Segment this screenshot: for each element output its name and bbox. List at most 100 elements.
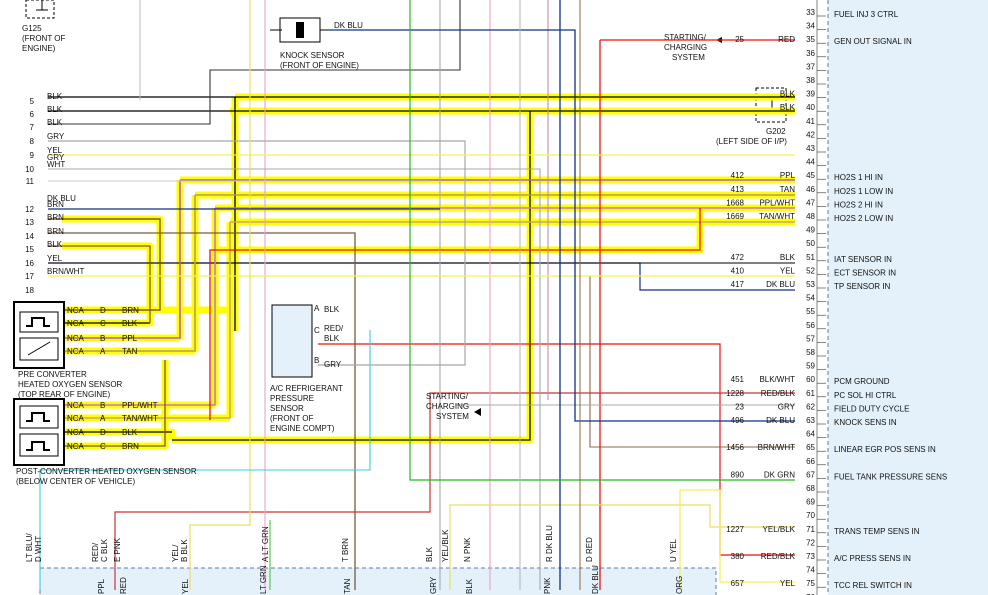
knock-wire-color: DK BLU: [334, 21, 363, 30]
pcm-pin-number: 34: [806, 22, 815, 31]
pcm-wire-color: DK BLU: [766, 280, 795, 289]
pcm-wire-color: PPL: [780, 171, 796, 180]
pcm-circuit-number: 23: [735, 402, 744, 411]
pcm-circuit-number: 413: [731, 185, 745, 194]
pcm-pin-number: 62: [806, 402, 815, 411]
wire-brn-post: [62, 360, 166, 447]
post-o2-pin-letter: D: [100, 428, 106, 437]
pcm-pin-number: 49: [806, 226, 815, 235]
left-pin-color: BLK: [47, 105, 63, 114]
g125-ground: [25, 0, 55, 19]
pcm-pin-function: FIELD DUTY CYCLE: [834, 404, 909, 413]
left-pin-color: DK BLU: [47, 194, 76, 203]
pcm-circuit-number: 657: [731, 579, 745, 588]
pcm-wire-color: TAN: [780, 185, 796, 194]
bottom-top-label: BLK: [425, 546, 434, 562]
pcm-pin-number: 42: [806, 130, 815, 139]
pre-o2-nca: NCA: [67, 347, 85, 356]
bottom-top-label: B BLK: [180, 539, 189, 562]
pcm-pin-function: FUEL INJ 3 CTRL: [834, 10, 899, 19]
bottom-top-label: T BRN: [341, 538, 350, 562]
pcm-pin-number: 50: [806, 239, 815, 248]
ac-wire-color: RED/: [324, 324, 344, 333]
wires: [39, 0, 795, 590]
ac-sensor-label-1: A/C REFRIGERANT: [270, 384, 343, 393]
post-o2-pin-letter: A: [100, 414, 106, 423]
pcm-wire-color: BLK: [780, 253, 796, 262]
pre-o2-label-2: HEATED OXYGEN SENSOR: [18, 380, 123, 389]
left-pin-number: 7: [30, 123, 35, 132]
wire-brn-13: [48, 218, 161, 311]
pcm-circuit-number: 417: [731, 280, 745, 289]
pre-o2-pin-letter: D: [100, 306, 106, 315]
pcm-wire-color: RED/BLK: [761, 552, 796, 561]
pcm-circuit-number: 1456: [726, 443, 744, 452]
pcm-pin-number: 41: [806, 117, 815, 126]
left-pin-number: 5: [30, 97, 35, 106]
ac-pin-letter: A: [314, 304, 320, 313]
pcm-pin-number: 45: [806, 171, 815, 180]
g202-label-1: G202: [766, 127, 786, 136]
pcm-pin-function: PC SOL HI CTRL: [834, 391, 897, 400]
post-o2-pin-letter: B: [100, 401, 105, 410]
pcm-circuit-number: 890: [731, 470, 745, 479]
wire-gry-9: [48, 168, 541, 590]
pcm-pin-number: 67: [806, 470, 815, 479]
pcm-pin-number: 35: [806, 35, 815, 44]
bottom-connector-label: PNK: [543, 577, 552, 594]
starting-top-3: SYSTEM: [672, 53, 705, 62]
pcm-wire-color: BRN/WHT: [758, 443, 795, 452]
pcm-pin-number: 44: [806, 158, 815, 167]
pcm-connector-panel: [828, 0, 988, 595]
wire-ltblu: [39, 330, 371, 590]
pcm-pin-number: 63: [806, 416, 815, 425]
pcm-pin-function: HO2S 2 HI IN: [834, 200, 883, 209]
left-pin-number: 12: [25, 205, 34, 214]
left-pin-number: 8: [30, 137, 35, 146]
pcm-pin-number: 71: [806, 525, 815, 534]
left-pin-color: YEL: [47, 254, 63, 263]
left-pin-color: GRY: [47, 153, 65, 162]
pcm-pin-number: 37: [806, 62, 815, 71]
pcm-pin-number: 43: [806, 144, 815, 153]
bottom-top-label: YEL/: [171, 544, 180, 562]
pcm-pin-number: 64: [806, 430, 815, 439]
pcm-circuit-number: 496: [731, 416, 745, 425]
pcm-pin-number: 70: [806, 511, 815, 520]
left-pin-number: 16: [25, 259, 34, 268]
post-o2-nca: NCA: [67, 442, 85, 451]
bottom-connector-label: BLK: [465, 578, 474, 594]
pcm-circuit-number: 412: [731, 171, 745, 180]
left-pin-color: YEL: [47, 146, 63, 155]
bottom-top-label: U YEL: [669, 538, 678, 562]
ac-wire-color: GRY: [324, 360, 342, 369]
wire-red-loop: [209, 208, 701, 420]
pre-o2-nca: NCA: [67, 334, 85, 343]
pcm-pin-function: TRANS TEMP SENS IN: [834, 527, 920, 536]
pcm-pin-number: 76: [806, 593, 815, 595]
pcm-wire-color: BLK/WHT: [759, 375, 795, 384]
pcm-pin-function: HO2S 2 LOW IN: [834, 214, 893, 223]
post-o2-wire-color: BLK: [122, 428, 138, 437]
starting-mid-2: CHARGING: [426, 402, 469, 411]
bottom-connector-label: LT GRN: [259, 565, 268, 594]
wire-gry-8: [48, 140, 466, 366]
bottom-top-label: C BLK: [100, 538, 109, 562]
pcm-pin-function: GEN OUT SIGNAL IN: [834, 37, 912, 46]
left-pin-color: BLK: [47, 240, 63, 249]
pcm-circuit-number: 451: [731, 375, 745, 384]
pre-o2-nca: NCA: [67, 319, 85, 328]
ac-pin-letter: B: [314, 356, 319, 365]
pcm-pin-number: 40: [806, 103, 815, 112]
pcm-wire-color: BLK: [780, 90, 796, 99]
bottom-connector-label: YEL: [181, 578, 190, 594]
wire-yelblk-71: [449, 504, 795, 590]
pcm-circuit-number: 1227: [726, 525, 744, 534]
pcm-wire-color: YEL/BLK: [763, 525, 796, 534]
